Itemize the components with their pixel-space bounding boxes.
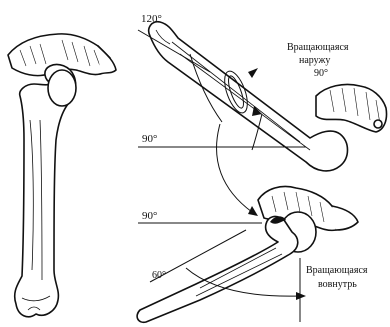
external-rotation-label-line1: Вращающаяся bbox=[287, 42, 349, 53]
rotation-arc-arrow bbox=[217, 124, 252, 212]
pelvis-fragment-upper bbox=[316, 84, 387, 132]
external-rotation-label-line2: наружу bbox=[299, 55, 330, 66]
femur-external-rotation bbox=[138, 22, 387, 171]
internal-rotation-label-line2: вовнутрь bbox=[318, 279, 357, 290]
angle-90-top-right-label: 90° bbox=[314, 68, 328, 79]
femur-front-view bbox=[8, 34, 116, 317]
angle-120-label: 120° bbox=[141, 13, 162, 25]
arrow-head-icon bbox=[248, 68, 258, 78]
angle-60-label: 60° bbox=[152, 270, 166, 281]
angle-90-mid-label: 90° bbox=[142, 133, 157, 145]
angle-90-lower-label: 90° bbox=[142, 210, 157, 222]
femur-internal-rotation bbox=[137, 187, 358, 323]
internal-rotation-label-line1: Вращающаяся bbox=[306, 265, 368, 276]
